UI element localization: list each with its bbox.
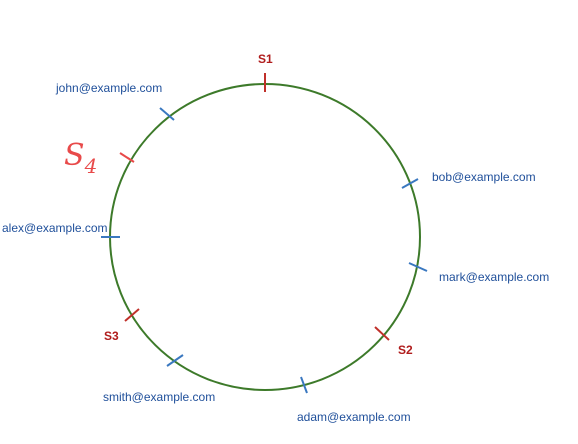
key-label-alex: alex@example.com [2,221,108,235]
server-label-s4-digit: 4 [84,154,98,178]
server-label-s4-handwritten: S4 [64,138,97,178]
server-label-s4-letter: S [64,138,85,173]
key-label-smith: smith@example.com [103,390,215,404]
server-label-s1: S1 [258,52,273,66]
key-label-john: john@example.com [55,81,162,95]
key-tick-bob [401,178,419,189]
server-tick-s2 [374,326,390,341]
key-label-bob: bob@example.com [432,170,536,184]
key-tick-john [159,107,175,121]
server-tick-s4 [119,152,135,163]
key-tick-smith [166,354,184,367]
server-tick-s3 [124,308,140,322]
server-label-s3: S3 [104,329,119,343]
hash-ring [109,83,421,391]
server-label-s2: S2 [398,343,413,357]
key-label-mark: mark@example.com [439,270,549,284]
key-tick-adam [300,376,308,394]
key-label-adam: adam@example.com [297,410,411,424]
key-tick-mark [408,262,428,272]
